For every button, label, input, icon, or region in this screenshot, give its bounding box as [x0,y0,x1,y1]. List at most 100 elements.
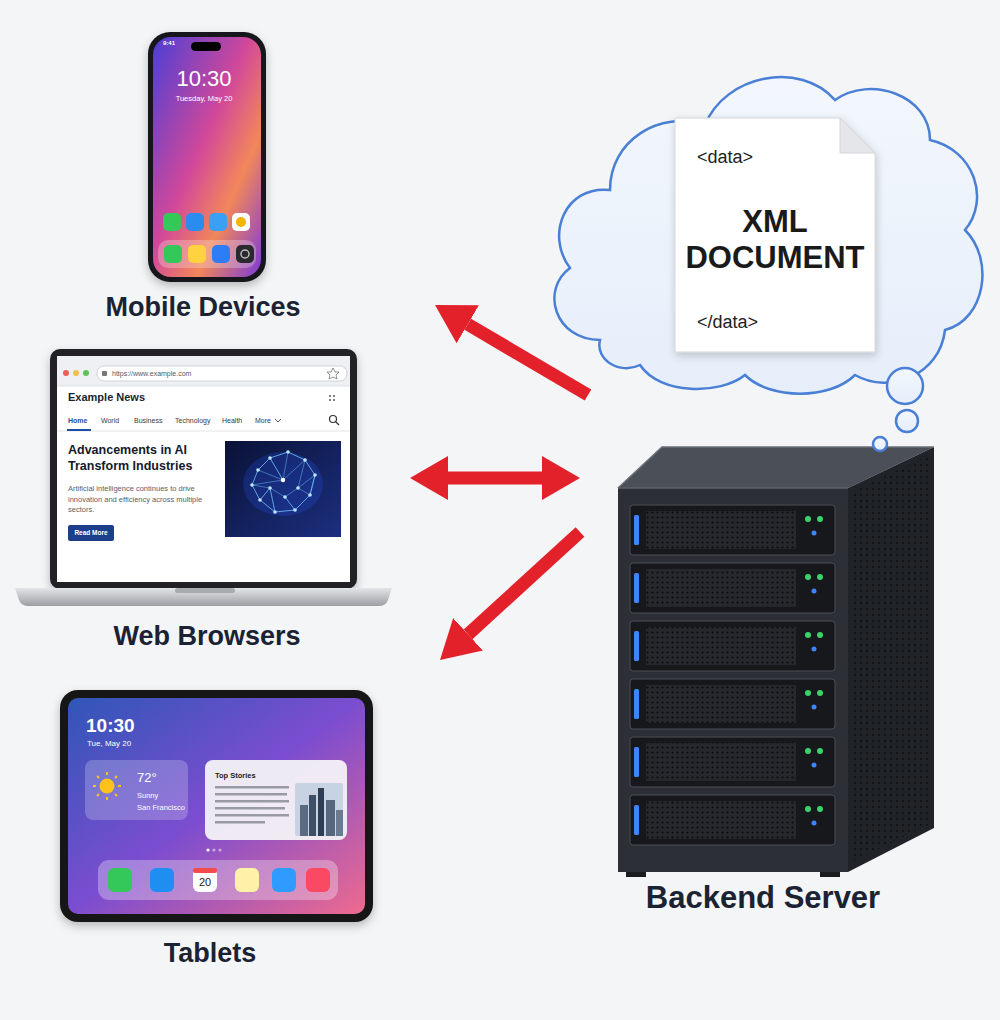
news-text-lines-part [215,821,265,824]
ai-brain-graphic-part [268,456,272,460]
red-arrow [468,324,588,395]
menu-dots-part [333,399,335,401]
ai-brain-graphic-part [250,483,254,487]
red-arrow [448,472,542,485]
tablet-illustration-part [68,698,365,914]
menu-dots-part [333,395,335,397]
news-text-lines-part [215,814,289,817]
article-body: Artificial intelligence continues to dri… [68,484,216,516]
ai-brain-graphic-part [286,450,290,454]
drive-bay-part [805,806,811,812]
sun-icon-part [115,794,117,796]
calendar-day: 20 [199,876,211,889]
drive-bay-part [817,748,823,754]
drive-bay-part [646,743,796,781]
nav-item: Business [134,417,162,425]
drive-bay [630,737,835,787]
tablet-illustration-part [193,868,217,873]
drive-bay-part [630,621,835,671]
thought-cloud-part [896,410,918,432]
connector-group [448,324,588,634]
laptop-illustration-part [336,422,340,426]
thought-cloud-part [873,437,887,451]
city-photo-part [300,805,308,836]
tablet-illustration-part [205,760,347,840]
sun-icon [93,772,121,800]
sun-icon-part [106,797,108,800]
drive-bay-part [646,569,796,607]
phone-illustration-part [236,217,246,227]
server-illustration [618,447,934,877]
drive-bay-part [817,574,823,580]
thought-cloud-part [554,77,982,394]
ai-brain-graphic-part [252,452,315,512]
ai-brain-graphic-part [293,508,297,512]
server-illustration-part [618,447,934,488]
drive-bay [630,505,835,555]
document-title: XML DOCUMENT [685,204,865,275]
phone-illustration-part [163,213,181,231]
drive-bay-part [805,632,811,638]
nav-item: More [255,417,271,425]
clock-time: 10:30 [86,715,135,738]
button-text: Read More [74,529,107,537]
drive-bay-part [812,705,817,710]
ai-brain-graphic-part [308,493,312,497]
ai-brain-graphic-part [268,486,272,490]
ai-brain-graphic-part [258,498,262,502]
menu-dots [329,395,335,401]
laptop-illustration-part [57,386,350,387]
news-text-lines-part [215,793,287,796]
drive-bay [630,621,835,671]
server-illustration-part [848,447,934,872]
nav-item: World [101,417,119,425]
drive-bay-part [630,505,835,555]
laptop-illustration-part [275,419,281,422]
laptop-illustration-part [50,349,357,589]
city-photo-part [326,800,335,836]
document-node: <data>XML DOCUMENT</data> [675,118,875,352]
device-label: Web Browsers [113,620,300,652]
news-text-lines-part [215,786,289,789]
laptop-illustration-part [175,588,235,593]
drive-bay-part [805,690,811,696]
tablet-illustration-part [98,860,338,900]
xml-tag: </data> [697,312,758,334]
tablet-illustration-part [206,848,209,851]
drive-bay-part [812,589,817,594]
city-photo-part [318,788,324,836]
phone-illustration-part [158,240,256,268]
document-fold [840,118,875,153]
drive-bay-part [630,795,835,845]
tablet-illustration [60,690,373,922]
news-text-lines-part [215,800,289,803]
phone-illustration-part [241,250,249,258]
phone-illustration [148,32,266,282]
laptop-illustration-part [330,416,337,423]
drive-bay-part [646,801,796,839]
tablet-illustration-part [306,868,330,892]
tablet-illustration-part [193,868,217,892]
laptop-illustration-part [102,371,107,376]
phone-illustration-part [212,245,230,263]
laptop-illustration-part [63,370,69,376]
city-photo-part [295,783,343,836]
drive-bay-part [630,737,835,787]
device-node: Mobile Devices [100,25,435,325]
tablet-illustration-part [60,690,373,922]
drive-bay-part [817,806,823,812]
drive-bay-part [817,516,823,522]
phone-illustration-part [191,42,221,51]
device-node: Tablets [55,652,440,970]
clock-time: 10:30 [176,66,231,92]
drive-bay-part [805,574,811,580]
laptop-illustration-part [73,370,79,376]
drive-bay-part [646,627,796,665]
drive-bay-part [646,685,796,723]
sun-icon-part [115,776,117,778]
laptop-illustration-part [97,366,347,381]
drive-bay [630,563,835,613]
city-photo-part [336,810,343,836]
